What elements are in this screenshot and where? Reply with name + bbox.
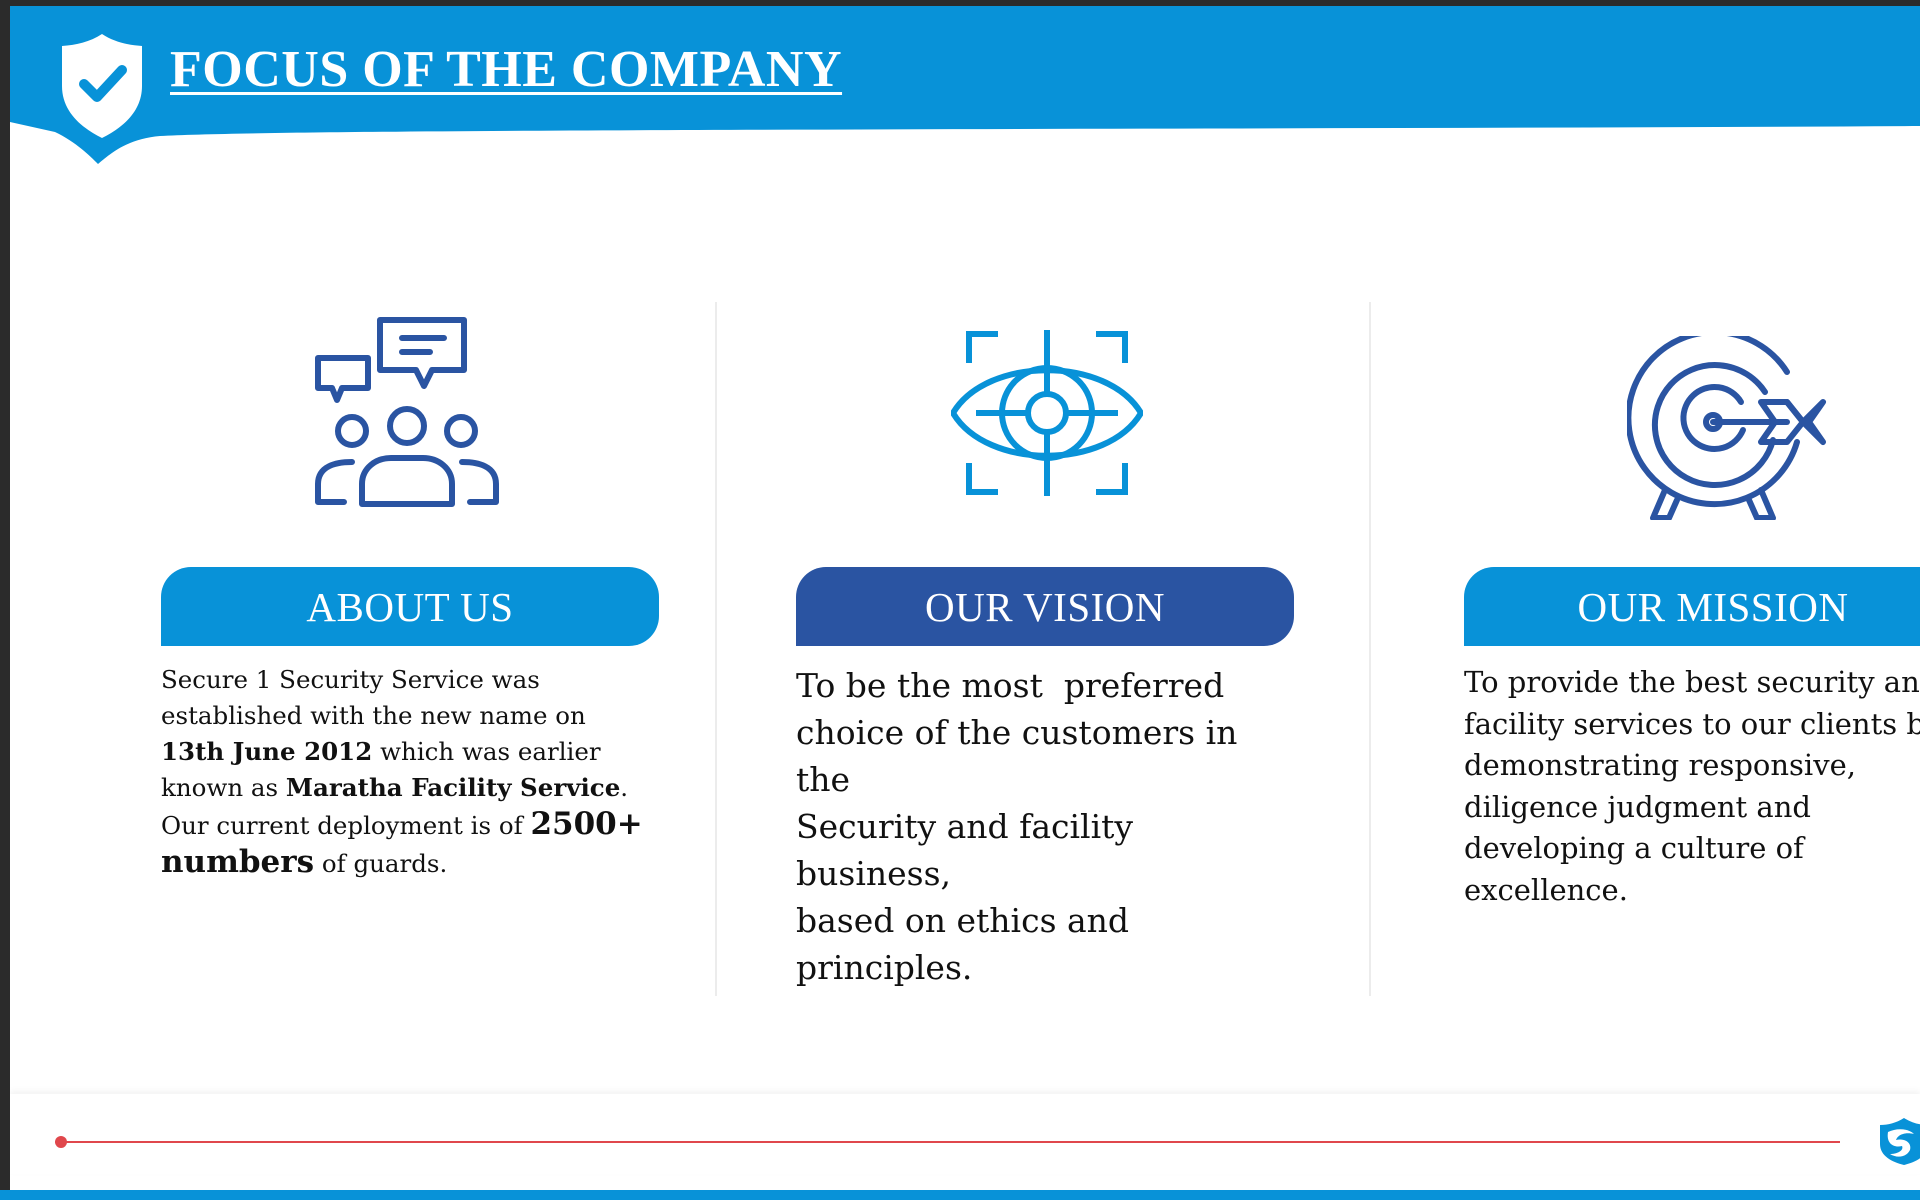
team-discussion-icon [315, 317, 499, 507]
footer-dot [55, 1136, 67, 1148]
about-us-heading: ABOUT US [161, 567, 659, 646]
header-bar [10, 6, 1920, 121]
target-arrow-icon [1627, 336, 1826, 520]
our-mission-heading: OUR MISSION [1464, 567, 1920, 646]
guard-count: 2500+ [530, 806, 643, 842]
shield-check-icon [62, 34, 142, 138]
our-mission-text: To provide the best security and facilit… [1464, 665, 1920, 907]
header-curve [10, 114, 1920, 164]
former-name: Maratha Facility Service [285, 773, 621, 802]
our-vision-heading: OUR VISION [796, 567, 1294, 646]
footer-line [60, 1141, 1840, 1143]
page-title: FOCUS OF THE COMPANY [170, 41, 843, 98]
our-vision-text: To be the most preferred choice of the c… [796, 666, 1238, 987]
company-logo-icon [1880, 1118, 1920, 1165]
bottom-strip [0, 1190, 1920, 1200]
column-divider [1369, 302, 1371, 996]
footer [10, 1094, 1920, 1174]
about-us-text: Secure 1 Security Service was establishe… [161, 665, 643, 880]
slide: FOCUS OF THE COMPANY ABOUT US Secure 1 S… [10, 6, 1920, 1190]
founding-date: 13th June 2012 [161, 737, 373, 766]
column-divider [715, 302, 717, 996]
eye-target-icon [951, 330, 1143, 496]
